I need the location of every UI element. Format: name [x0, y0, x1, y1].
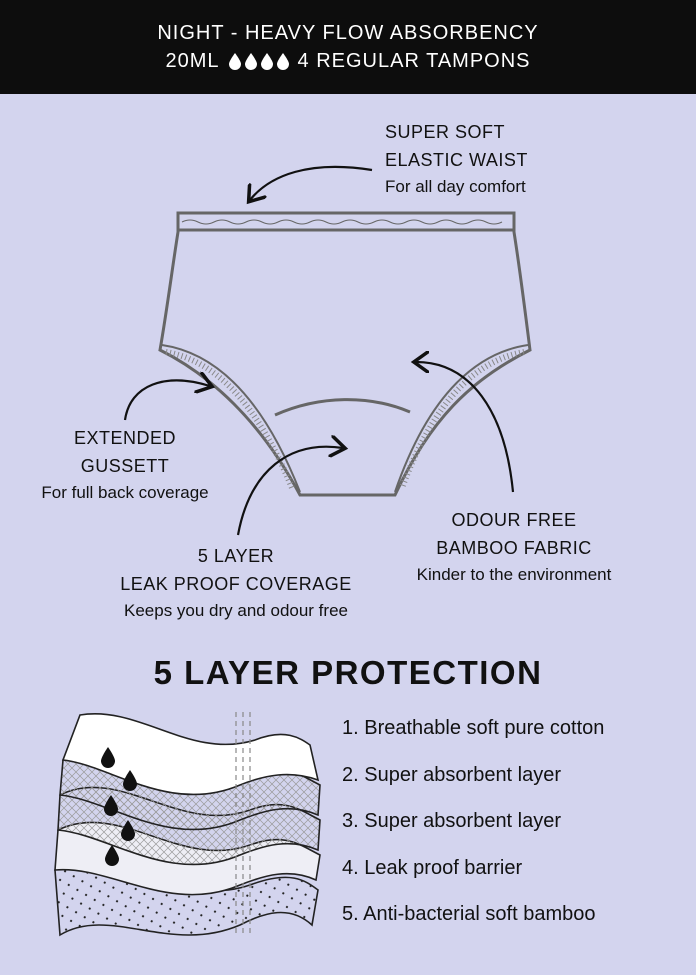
drop-icon — [228, 53, 241, 70]
briefs-body — [158, 226, 532, 497]
arrow-bamboo — [416, 362, 515, 493]
callout-title: ODOUR FREE — [451, 510, 577, 530]
callout-title: BAMBOO FABRIC — [436, 538, 592, 558]
drop-icon — [121, 820, 135, 841]
callout-extended-gussett: EXTENDED GUSSETT For full back coverage — [20, 424, 230, 506]
drop-icon — [276, 53, 289, 70]
layer-1 — [61, 713, 320, 796]
layer-item: 3. Super absorbent layer — [342, 810, 562, 832]
drop-icon — [244, 53, 257, 70]
briefs-illustration — [158, 211, 532, 497]
callout-title: 5 LAYER — [197, 546, 275, 566]
layer-item: 2. Super absorbent layer — [342, 763, 562, 786]
layer-item: 1. Breathable soft pure cotton — [342, 717, 605, 739]
absorbency-capacity: 20ML 4 REGULAR TAMPONS — [165, 47, 530, 75]
drop-icon — [105, 845, 119, 866]
layer-item: 4. Leak proof barrier — [342, 856, 523, 879]
protection-layer-list: 1. Breathable soft pure cotton 2. Super … — [342, 708, 604, 941]
waistband — [176, 211, 516, 232]
callout-title: SUPER SOFT — [385, 122, 506, 142]
arrow-gussett — [123, 380, 210, 421]
callout-title: LEAK PROOF COVERAGE — [120, 574, 352, 594]
drop-icon — [101, 747, 115, 768]
callout-subtitle: For all day comfort — [385, 177, 526, 196]
callout-subtitle: Keeps you dry and odour free — [124, 601, 348, 620]
protection-heading: 5 LAYER PROTECTION — [153, 654, 543, 691]
callout-title: EXTENDED — [73, 428, 176, 448]
callout-elastic-waist: SUPER SOFT ELASTIC WAIST For all day com… — [385, 118, 528, 200]
tampon-equivalent: 4 REGULAR TAMPONS — [297, 50, 531, 72]
drop-rating — [228, 52, 290, 70]
capacity-amount: 20ML — [165, 50, 220, 72]
liquid-drops — [101, 747, 137, 866]
callout-title: GUSSETT — [80, 456, 170, 476]
gusset — [274, 398, 411, 417]
drop-icon — [123, 770, 137, 791]
absorbency-header: NIGHT - HEAVY FLOW ABSORBENCY 20ML 4 REG… — [0, 0, 696, 94]
callout-arrows — [123, 165, 515, 536]
layer-stack-illustration — [54, 712, 321, 937]
callout-subtitle: Kinder to the environment — [416, 565, 612, 584]
drop-icon — [260, 53, 273, 70]
drop-icon — [104, 795, 118, 816]
callout-bamboo-fabric: ODOUR FREE BAMBOO FABRIC Kinder to the e… — [396, 506, 632, 588]
absorbency-title: NIGHT - HEAVY FLOW ABSORBENCY — [157, 22, 539, 44]
layer-item: 5. Anti-bacterial soft bamboo — [342, 903, 596, 925]
arrow-waist — [250, 165, 373, 200]
arrow-layer — [236, 447, 343, 536]
leg-elastic-right — [394, 344, 529, 493]
stitch-lines — [235, 712, 251, 935]
callout-subtitle: For full back coverage — [41, 483, 209, 502]
callout-leak-proof: 5 LAYER LEAK PROOF COVERAGE Keeps you dr… — [96, 542, 376, 624]
callout-title: ELASTIC WAIST — [385, 150, 528, 170]
